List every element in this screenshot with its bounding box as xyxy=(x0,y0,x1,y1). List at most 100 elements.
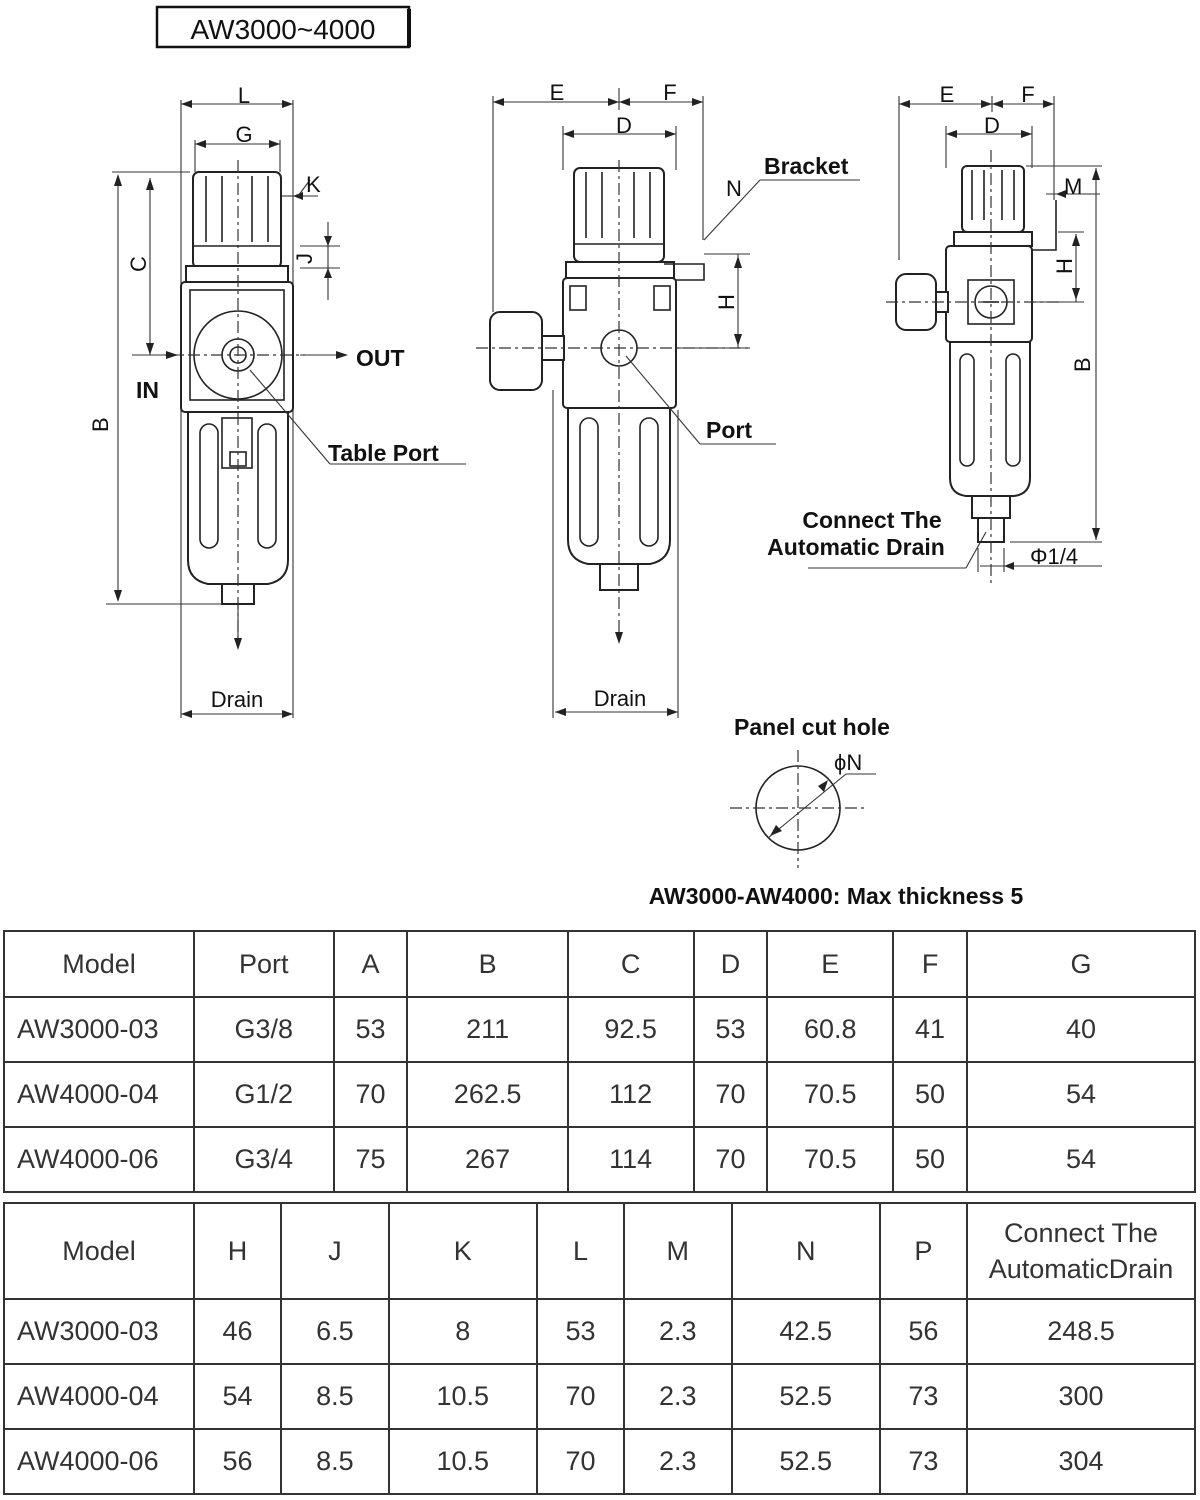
diagram-title: AW3000~4000 xyxy=(191,14,376,45)
dim-g: G xyxy=(235,122,252,147)
table-row: AW4000-06 G3/4 75 267 114 70 70.5 50 54 xyxy=(3,1126,1196,1193)
thread-label: Φ1/4 xyxy=(1030,544,1078,569)
dim-f-right: F xyxy=(1021,82,1034,107)
cell-model: AW4000-04 xyxy=(3,1061,195,1128)
cell-j: 8.5 xyxy=(280,1428,390,1495)
cell-model: AW4000-04 xyxy=(3,1363,195,1430)
auto-drain-label-line2: Automatic Drain xyxy=(767,534,945,560)
cell-n: 42.5 xyxy=(730,1298,881,1365)
dim-n-middle: N xyxy=(726,176,742,201)
dim-j: J xyxy=(292,253,317,264)
header-f: F xyxy=(892,930,968,998)
cell-j: 6.5 xyxy=(280,1298,390,1365)
panel-dim-n: ϕN xyxy=(834,750,862,775)
cell-k: 8 xyxy=(387,1298,538,1365)
cell-n: 52.5 xyxy=(730,1363,881,1430)
spec-table-1: Model Port A B C D E F G AW3000-03 G3/8 … xyxy=(3,930,1196,1193)
header-k: K xyxy=(387,1202,538,1300)
cell-e: 70.5 xyxy=(766,1126,895,1193)
header-auto-drain-line1: Connect The xyxy=(1003,1218,1159,1248)
cell-p: 73 xyxy=(878,1363,969,1430)
cell-m: 2.3 xyxy=(623,1363,733,1430)
table-row: AW4000-04 G1/2 70 262.5 112 70 70.5 50 5… xyxy=(3,1061,1196,1128)
cell-d: 70 xyxy=(692,1061,769,1128)
cell-auto-drain: 304 xyxy=(966,1428,1196,1495)
header-b: B xyxy=(406,930,569,998)
header-l: L xyxy=(535,1202,626,1300)
cell-g: 54 xyxy=(966,1061,1196,1128)
bracket-label: Bracket xyxy=(764,153,849,179)
dim-k: K xyxy=(306,172,321,197)
port-label: Port xyxy=(706,417,752,443)
cell-auto-drain: 248.5 xyxy=(966,1298,1196,1365)
header-h: H xyxy=(192,1202,283,1300)
dim-f-middle: F xyxy=(663,80,676,105)
cell-d: 53 xyxy=(692,996,769,1063)
cell-l: 70 xyxy=(535,1428,626,1495)
header-c: C xyxy=(566,930,695,998)
auto-drain-label-line1: Connect The xyxy=(802,507,941,533)
dim-m: M xyxy=(1064,174,1082,199)
header-auto-drain-line2: AutomaticDrain xyxy=(988,1254,1174,1284)
in-label: IN xyxy=(136,377,159,403)
cell-model: AW3000-03 xyxy=(3,1298,195,1365)
right-view: E F D M xyxy=(767,82,1102,584)
cell-h: 56 xyxy=(192,1428,283,1495)
cell-m: 2.3 xyxy=(623,1298,733,1365)
dim-e-right: E xyxy=(940,82,955,107)
dim-l: L xyxy=(238,83,250,108)
dim-c: C xyxy=(126,256,151,272)
drain-label-left: Drain xyxy=(211,687,264,712)
table-header-row: Model H J K L M N P Connect The Automati… xyxy=(3,1202,1196,1300)
header-j: J xyxy=(280,1202,390,1300)
table-row: AW4000-06 56 8.5 10.5 70 2.3 52.5 73 304 xyxy=(3,1428,1196,1495)
cell-k: 10.5 xyxy=(387,1363,538,1430)
dim-d-right: D xyxy=(984,113,1000,138)
cell-c: 114 xyxy=(566,1126,695,1193)
cell-l: 70 xyxy=(535,1363,626,1430)
header-e: E xyxy=(766,930,895,998)
header-auto-drain: Connect The AutomaticDrain xyxy=(966,1202,1196,1300)
cell-a: 70 xyxy=(332,1061,409,1128)
table-header-row: Model Port A B C D E F G xyxy=(3,930,1196,998)
cell-b: 211 xyxy=(406,996,569,1063)
dim-b-left: B xyxy=(88,417,113,432)
cell-p: 73 xyxy=(878,1428,969,1495)
cell-port: G1/2 xyxy=(193,1061,335,1128)
header-a: A xyxy=(332,930,409,998)
cell-a: 75 xyxy=(332,1126,409,1193)
cell-port: G3/8 xyxy=(193,996,335,1063)
cell-f: 41 xyxy=(892,996,968,1063)
header-p: P xyxy=(878,1202,969,1300)
cell-model: AW4000-06 xyxy=(3,1126,195,1193)
header-d: D xyxy=(692,930,769,998)
cell-b: 262.5 xyxy=(406,1061,569,1128)
cell-d: 70 xyxy=(692,1126,769,1193)
cell-model: AW4000-06 xyxy=(3,1428,195,1495)
table-row: AW4000-04 54 8.5 10.5 70 2.3 52.5 73 300 xyxy=(3,1363,1196,1430)
table-row: AW3000-03 46 6.5 8 53 2.3 42.5 56 248.5 xyxy=(3,1298,1196,1365)
out-label: OUT xyxy=(356,345,405,371)
spec-table-2: Model H J K L M N P Connect The Automati… xyxy=(3,1202,1196,1495)
header-g: G xyxy=(966,930,1196,998)
cell-f: 50 xyxy=(892,1126,968,1193)
cell-h: 46 xyxy=(192,1298,283,1365)
header-port: Port xyxy=(193,930,335,998)
title-box: AW3000~4000 xyxy=(155,5,411,49)
cell-k: 10.5 xyxy=(387,1428,538,1495)
middle-view: E F D Bracket xyxy=(476,80,860,718)
cell-g: 40 xyxy=(966,996,1196,1063)
dim-b-right: B xyxy=(1070,357,1095,372)
cell-h: 54 xyxy=(192,1363,283,1430)
cell-m: 2.3 xyxy=(623,1428,733,1495)
cell-b: 267 xyxy=(406,1126,569,1193)
cell-p: 56 xyxy=(878,1298,969,1365)
table-row: AW3000-03 G3/8 53 211 92.5 53 60.8 41 40 xyxy=(3,996,1196,1063)
cell-e: 70.5 xyxy=(766,1061,895,1128)
cell-g: 54 xyxy=(966,1126,1196,1193)
cell-a: 53 xyxy=(332,996,409,1063)
cell-c: 92.5 xyxy=(566,996,695,1063)
cell-l: 53 xyxy=(535,1298,626,1365)
cell-j: 8.5 xyxy=(280,1363,390,1430)
cell-n: 52.5 xyxy=(730,1428,881,1495)
